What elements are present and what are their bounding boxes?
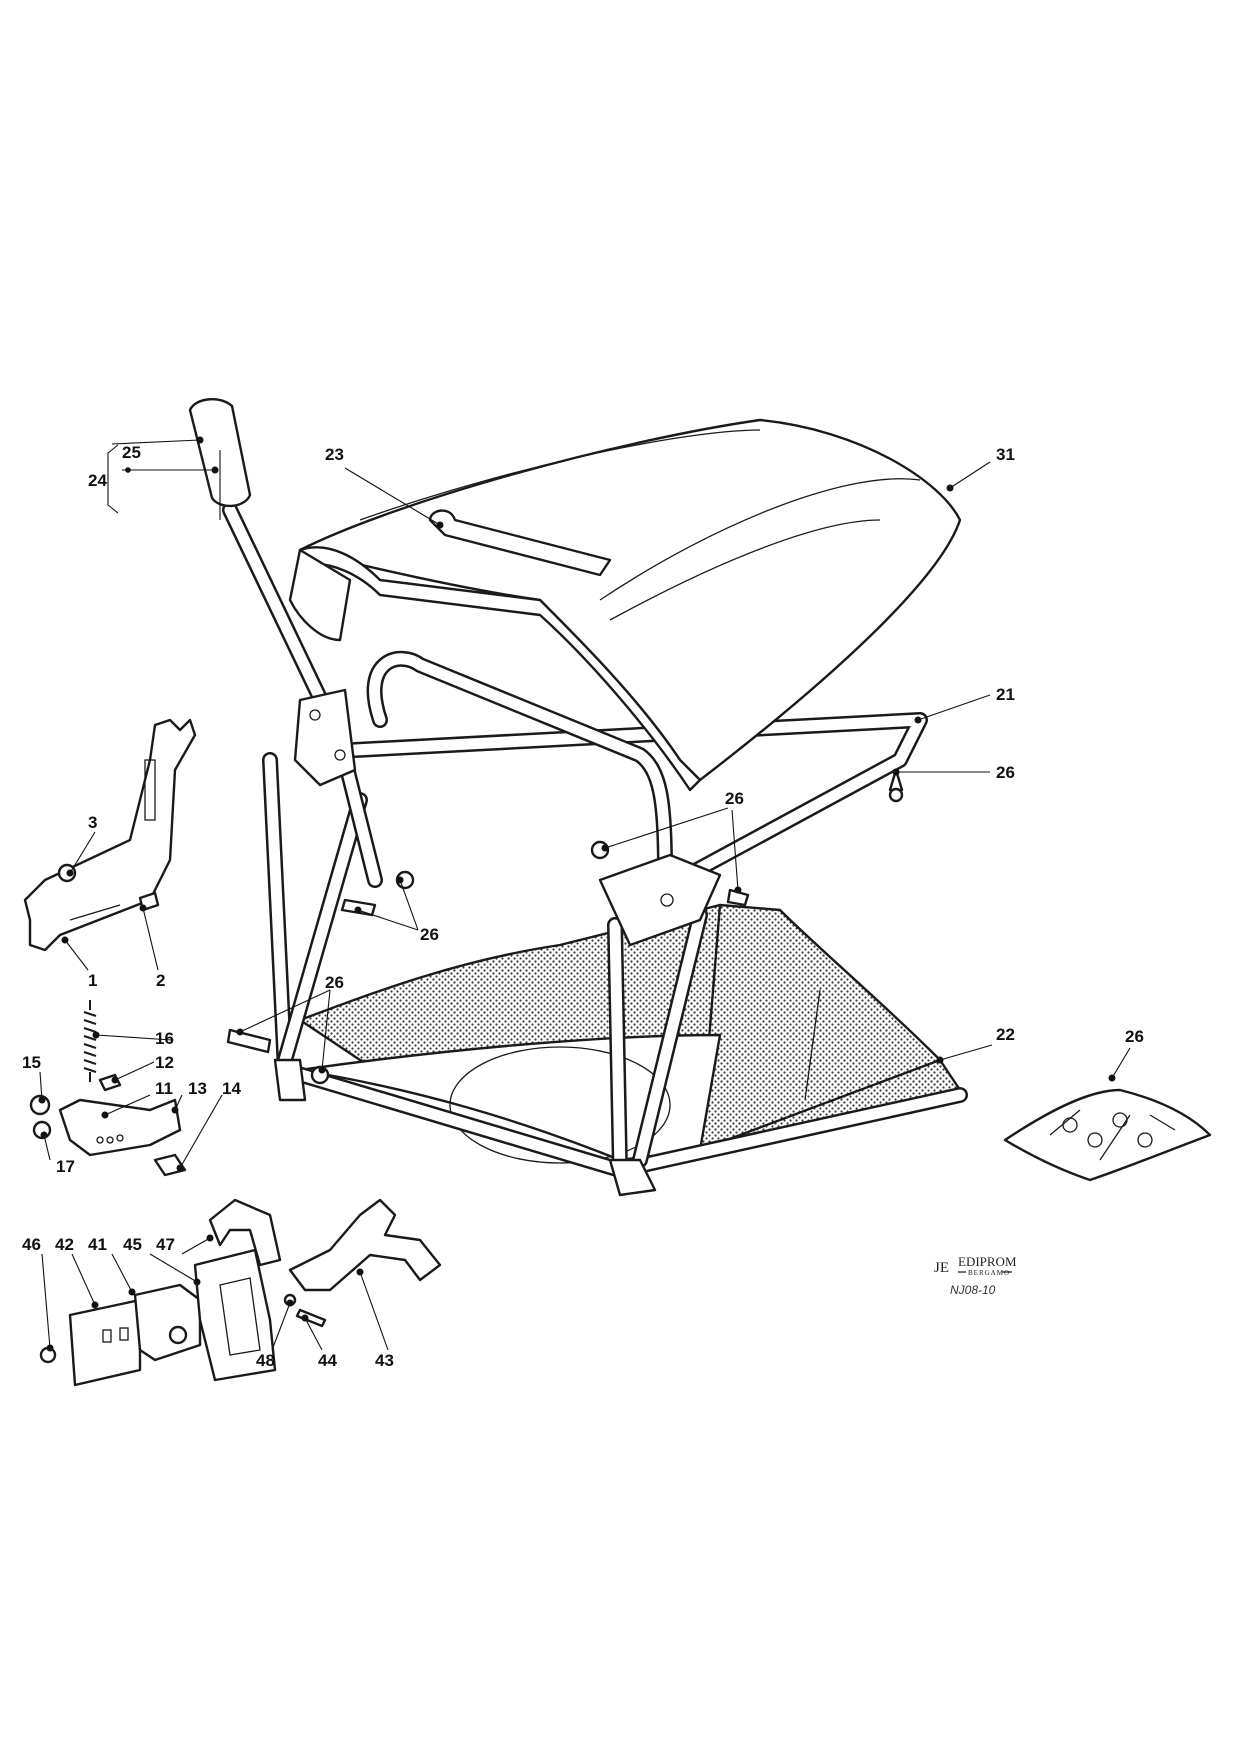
bag-lid	[288, 418, 962, 792]
publisher-logo: JE EDIPROM BERGAMO NJ08-10	[934, 1254, 1017, 1297]
callout-24: 24	[88, 471, 107, 490]
callout-48: 48	[256, 1351, 275, 1370]
drawing-code: NJ08-10	[950, 1283, 996, 1297]
callout-43: 43	[375, 1351, 394, 1370]
callout-3: 3	[88, 813, 97, 832]
logo-city: BERGAMO	[968, 1269, 1010, 1277]
callout-44: 44	[318, 1351, 337, 1370]
fasteners	[57, 768, 904, 1085]
callout-26: 26	[996, 763, 1015, 782]
callout-1: 1	[88, 971, 97, 990]
bracket-1	[23, 718, 197, 952]
callout-26: 26	[325, 973, 344, 992]
callout-11: 11	[155, 1079, 173, 1098]
callout-25: 25	[122, 443, 141, 462]
callout-21: 21	[996, 685, 1015, 704]
callout-13: 13	[188, 1079, 207, 1098]
leader-lines	[38, 436, 1131, 1352]
callout-26: 26	[420, 925, 439, 944]
callout-31: 31	[996, 445, 1015, 464]
callout-45: 45	[123, 1235, 142, 1254]
callout-16: 16	[155, 1029, 174, 1048]
callout-2: 2	[156, 971, 165, 990]
bag-frame	[262, 650, 968, 1197]
callout-46: 46	[22, 1235, 41, 1254]
callout-15: 15	[22, 1053, 41, 1072]
callout-47: 47	[156, 1235, 175, 1254]
callout-12: 12	[155, 1053, 174, 1072]
callout-17: 17	[56, 1157, 75, 1176]
rear-hinge-bracket	[598, 853, 722, 947]
callout-41: 41	[88, 1235, 107, 1254]
hardware-bag	[1003, 1088, 1212, 1182]
logo-mark: JE	[934, 1260, 949, 1276]
callout-23: 23	[325, 445, 344, 464]
callout-22: 22	[996, 1025, 1015, 1044]
callout-26: 26	[725, 789, 744, 808]
callout-42: 42	[55, 1235, 74, 1254]
callout-14: 14	[222, 1079, 241, 1098]
logo-name: EDIPROM	[958, 1254, 1017, 1269]
callout-labels: 25 24 23 31 21 26 26 26 26 26 3 1 2 16 1…	[22, 443, 1144, 1370]
spring-16	[83, 1000, 97, 1082]
callout-26: 26	[1125, 1027, 1144, 1046]
latch-assembly	[39, 1198, 442, 1387]
